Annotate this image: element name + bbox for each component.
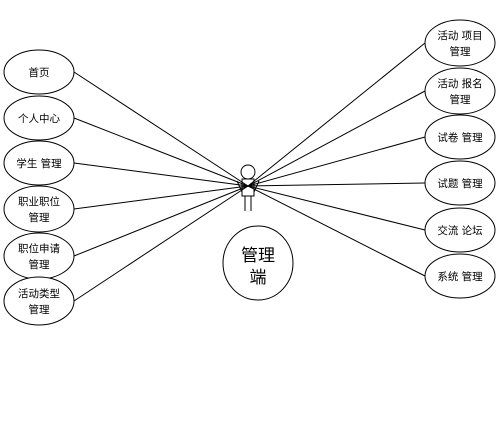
use-case-label: 活动 项目: [437, 30, 482, 42]
left-use-case[interactable]: 个人中心: [3, 95, 75, 141]
use-case-label: 试题 管理: [437, 177, 483, 190]
use-case-ellipse: [3, 232, 75, 280]
actor-label-line-1: 管理: [241, 246, 275, 266]
use-case-label: 试卷 管理: [437, 131, 483, 144]
use-case-ellipse: [424, 253, 496, 299]
actor-figure: [236, 164, 260, 211]
use-case-ellipse: [424, 114, 496, 160]
actor-label: 管理 端: [222, 225, 294, 301]
right-association-line: [247, 185, 426, 231]
left-association-line: [73, 117, 249, 187]
use-case-ellipse: [3, 276, 75, 326]
association-lines: [73, 42, 426, 302]
use-case-ellipse: [424, 67, 496, 115]
right-association-line: [247, 185, 426, 277]
right-use-case[interactable]: 交流 论坛: [424, 207, 496, 253]
right-use-case[interactable]: 试题 管理: [424, 160, 496, 206]
use-case-label: 活动类型: [18, 287, 60, 300]
right-use-case[interactable]: 系统 管理: [424, 253, 496, 299]
use-case-label: 管理: [29, 211, 50, 224]
use-case-ellipse: [424, 207, 496, 253]
actor-head: [240, 164, 256, 180]
use-case-label: 管理: [450, 93, 471, 106]
use-case-ellipse: [3, 49, 75, 95]
right-association-line: [247, 90, 426, 187]
use-case-ellipse: [424, 160, 496, 206]
right-use-case[interactable]: 试卷 管理: [424, 114, 496, 160]
use-case-label: 首页: [29, 66, 50, 79]
use-case-label: 交流 论坛: [437, 224, 483, 237]
left-association-line: [73, 71, 249, 187]
use-case-label: 个人中心: [18, 112, 60, 125]
right-association-line: [247, 42, 426, 187]
use-case-ellipse: [424, 19, 496, 67]
actor-label-line-2: 端: [250, 268, 267, 288]
left-association-line: [73, 185, 249, 302]
left-use-case[interactable]: 学生 管理: [3, 140, 75, 186]
use-case-label: 活动 报名: [437, 77, 482, 90]
use-case-ellipse: [3, 140, 75, 186]
actor-arm-left: [236, 180, 243, 193]
use-case-ellipse: [3, 185, 75, 233]
left-association-line: [73, 162, 249, 187]
use-case-ellipse: [3, 95, 75, 141]
use-case-label: 管理: [450, 45, 471, 58]
left-association-line: [73, 185, 249, 210]
use-case-label: 系统 管理: [437, 270, 483, 283]
left-use-case[interactable]: 首页: [3, 49, 75, 95]
use-case-label: 职位申请: [18, 242, 60, 255]
right-association-line: [247, 136, 426, 187]
use-case-label: 管理: [29, 303, 50, 316]
use-case-label: 职业职位: [18, 195, 60, 208]
actor-arm-right: [253, 180, 260, 193]
use-case-label: 管理: [29, 258, 50, 271]
actor-label-ellipse: [222, 225, 294, 301]
use-case-label: 学生 管理: [16, 157, 62, 170]
right-association-line: [247, 182, 426, 187]
left-association-line: [73, 185, 249, 257]
actor-body: [241, 178, 255, 197]
